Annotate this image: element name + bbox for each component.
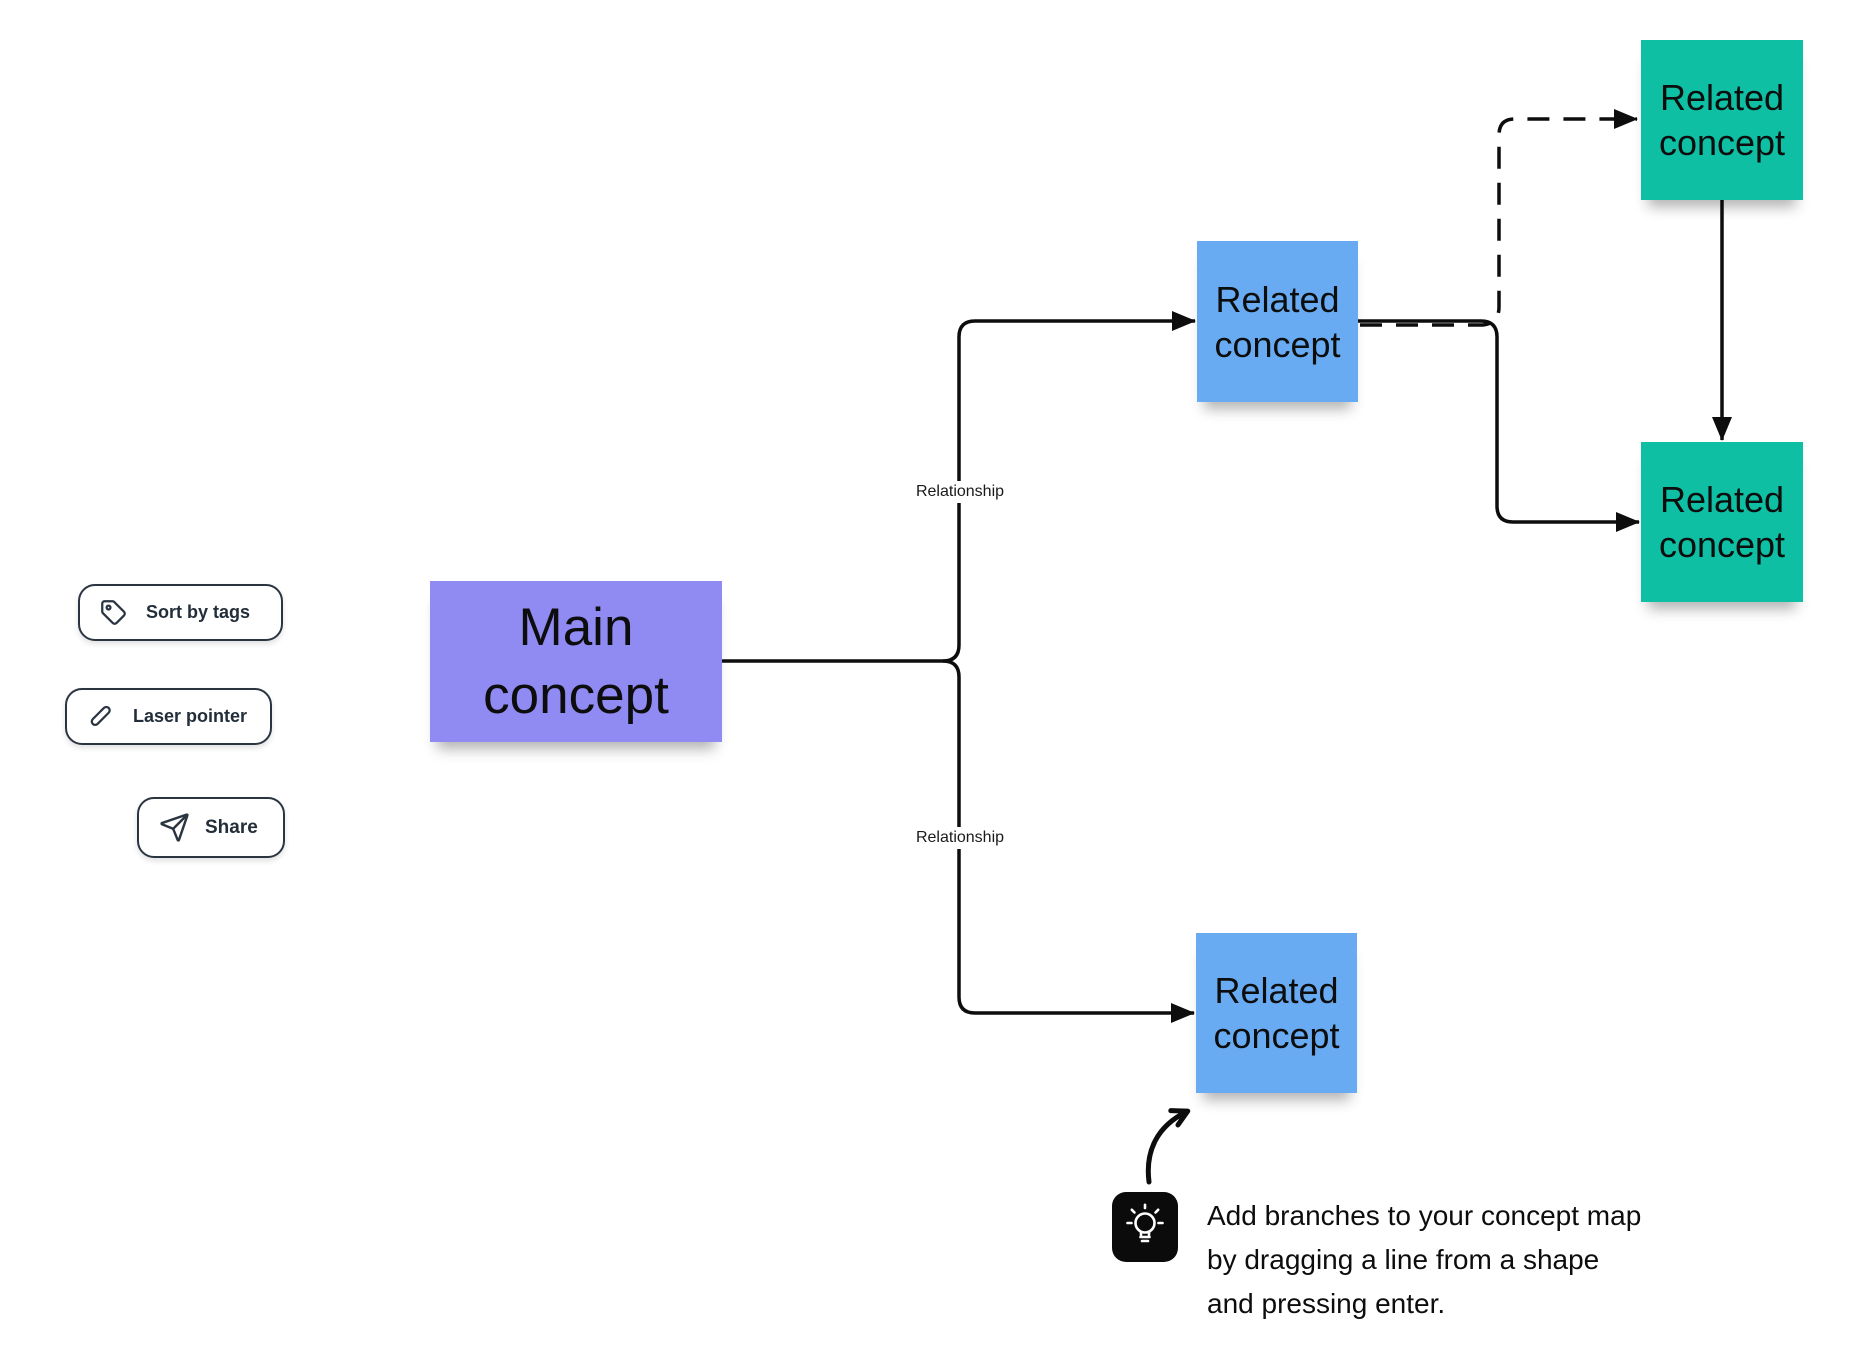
edge-label-relationship-bottom[interactable]: Relationship	[908, 827, 1012, 849]
edge-relatedtop-to-lowerright[interactable]	[1358, 319, 1640, 532]
node-related-top-label: Related concept	[1214, 278, 1341, 365]
node-related-upper-right-label: Related concept	[1658, 77, 1786, 163]
tag-icon	[100, 599, 127, 626]
node-related-lower-right-label: Related concept	[1658, 479, 1786, 565]
hand-drawn-arrow[interactable]	[1145, 1108, 1191, 1185]
share-label: Share	[205, 816, 258, 838]
node-related-upper-right[interactable]: Related concept	[1641, 40, 1803, 200]
paper-plane-icon	[159, 812, 190, 843]
node-related-top[interactable]: Related concept	[1197, 241, 1358, 402]
sort-by-tags-button[interactable]: Sort by tags	[78, 584, 283, 641]
laser-pointer-icon	[87, 703, 114, 730]
laser-pointer-button[interactable]: Laser pointer	[65, 688, 272, 745]
laser-pointer-label: Laser pointer	[133, 706, 248, 726]
node-related-lower-right[interactable]: Related concept	[1641, 442, 1803, 602]
lightbulb-icon	[1112, 1192, 1178, 1262]
edge-main-to-related-bottom[interactable]	[942, 659, 1195, 1023]
node-main-concept[interactable]: Main concept	[430, 581, 722, 742]
share-button[interactable]: Share	[137, 797, 285, 858]
node-main-label: Main concept	[483, 598, 669, 725]
edge-relatedtop-to-upperright-dashed[interactable]	[1360, 109, 1638, 327]
sort-by-tags-label: Sort by tags	[146, 602, 251, 622]
tip-text: Add branches to your concept map by drag…	[1207, 1200, 1642, 1319]
edge-label-relationship-top[interactable]: Relationship	[908, 481, 1012, 503]
node-related-bottom-label: Related concept	[1213, 970, 1340, 1056]
node-related-bottom[interactable]: Related concept	[1196, 933, 1357, 1093]
